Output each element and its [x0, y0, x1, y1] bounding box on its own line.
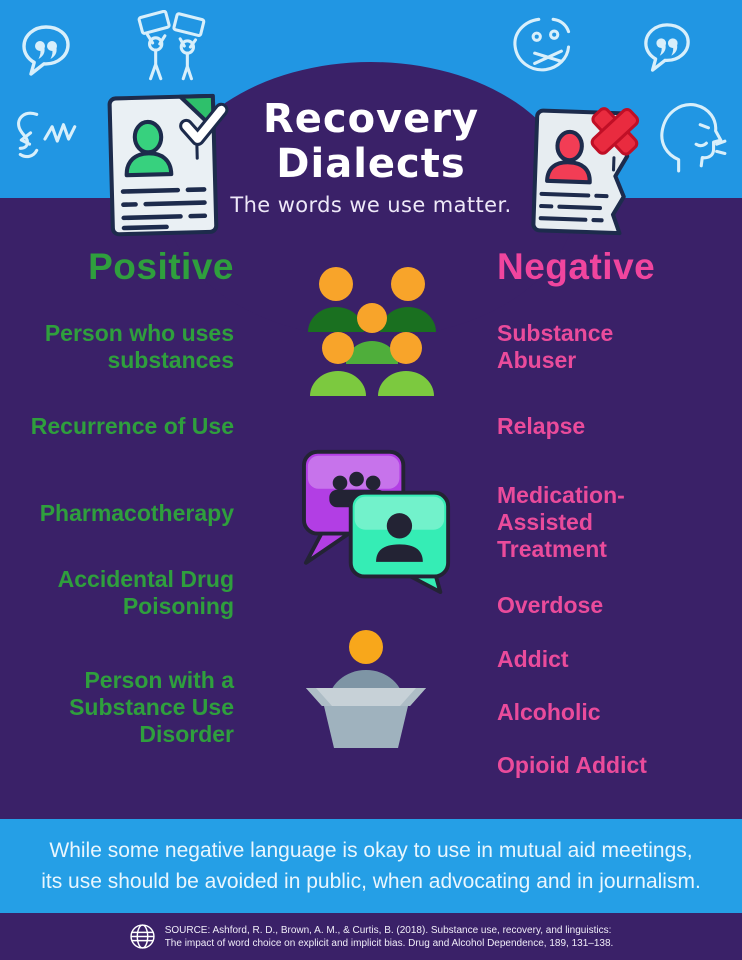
- positive-term: Person who uses substances: [44, 320, 234, 373]
- negative-term: Substance Abuser: [497, 320, 614, 373]
- positive-term: Recurrence of Use: [30, 413, 234, 439]
- page-subtitle: The words we use matter.: [230, 193, 512, 217]
- quote-bubble-icon: [22, 25, 70, 76]
- quote-bubble-icon: [644, 23, 690, 72]
- positive-term: Pharmacotherapy: [39, 500, 234, 526]
- source-citation: SOURCE: Ashford, R. D., Brown, A. M., & …: [165, 924, 614, 950]
- rejected-torn-document-icon: [531, 107, 640, 236]
- muted-face-icon: [513, 17, 571, 72]
- negative-heading: Negative: [497, 246, 656, 287]
- source-line2: The impact of word choice on explicit an…: [164, 937, 614, 949]
- header-title-block: Recovery Dialects The words we use matte…: [0, 96, 742, 218]
- page-title-line2: Dialects: [276, 141, 466, 187]
- speaker-podium-icon: [306, 630, 426, 748]
- conversation-bubbles-icon: [302, 449, 451, 594]
- globe-icon: [130, 924, 155, 949]
- banner-line1: While some negative language is okay to …: [49, 839, 693, 862]
- negative-term: Medication- Assisted Treatment: [497, 482, 625, 562]
- positive-term: Person with a Substance Use Disorder: [69, 667, 234, 747]
- talking-profile-icon: [660, 103, 727, 173]
- source-line1: SOURCE: Ashford, R. D., Brown, A. M., & …: [164, 924, 612, 936]
- footer: SOURCE: Ashford, R. D., Brown, A. M., & …: [0, 913, 742, 960]
- protest-signs-icon: [137, 10, 206, 81]
- banner-line2: its use should be avoided in public, whe…: [41, 870, 701, 893]
- header-purple-dome: [166, 62, 576, 338]
- bottom-banner: While some negative language is okay to …: [0, 819, 742, 913]
- negative-term: Overdose: [497, 592, 604, 618]
- approved-profile-document-icon: [107, 93, 229, 237]
- negative-term: Opioid Addict: [497, 752, 647, 778]
- page-title-line1: Recovery: [262, 96, 480, 142]
- group-of-people-icon: [308, 267, 436, 396]
- positive-heading: Positive: [88, 246, 234, 287]
- negative-term: Addict: [497, 646, 569, 672]
- speaking-scribble-icon: [17, 111, 77, 159]
- positive-term: Accidental Drug Poisoning: [57, 566, 234, 619]
- negative-term: Alcoholic: [497, 699, 601, 725]
- negative-term: Relapse: [497, 413, 586, 439]
